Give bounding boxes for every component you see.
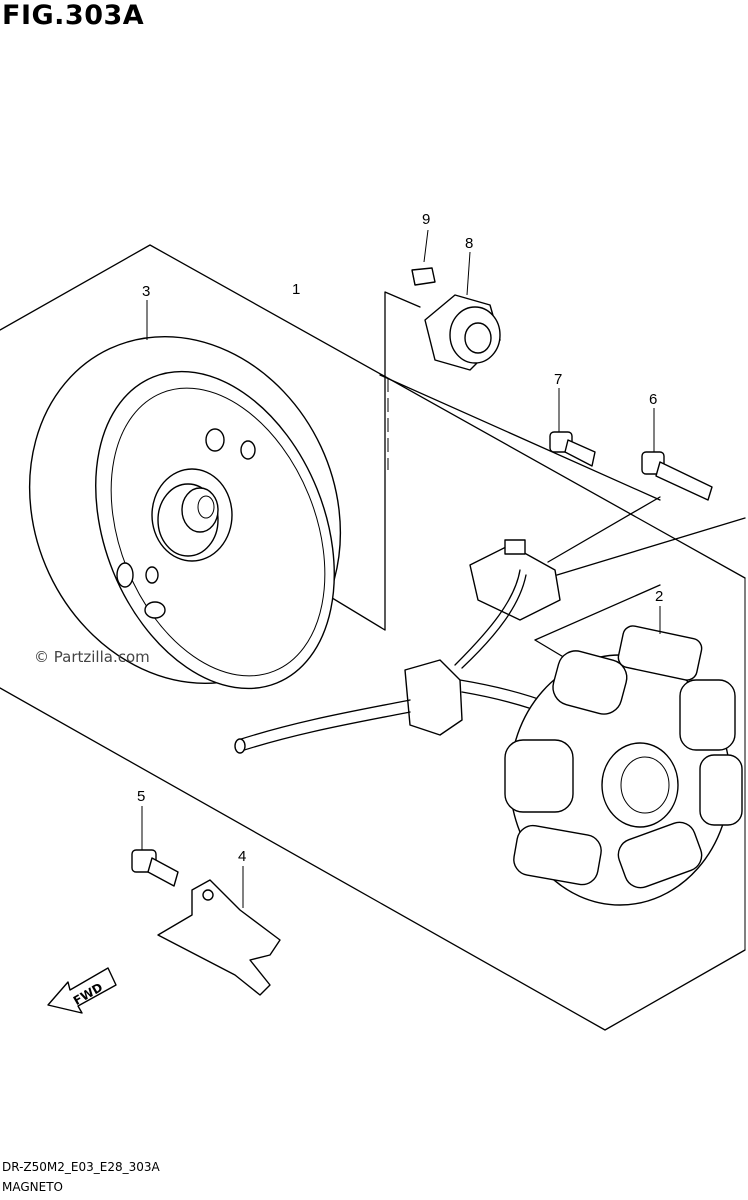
screw-6 (641, 451, 713, 501)
callout-8: 8 (465, 235, 473, 252)
clamp (157, 879, 281, 996)
assembly-boundary (0, 244, 746, 1031)
callout-6: 6 (649, 391, 657, 408)
figure-code: DR-Z50M2_E03_E28_303A (2, 1160, 160, 1174)
key (411, 267, 436, 286)
callout-1: 1 (292, 281, 300, 298)
callout-2: 2 (655, 588, 663, 605)
nut (424, 294, 501, 371)
callout-labels: 1 2 3 4 5 6 7 8 9 (137, 211, 663, 865)
stator (504, 625, 743, 906)
callout-9: 9 (422, 211, 430, 228)
figure-name: MAGNETO (2, 1180, 63, 1194)
callout-4: 4 (238, 848, 246, 865)
watermark: © Partzilla.com (34, 648, 150, 666)
leader-lines (141, 229, 661, 908)
screw-7 (549, 431, 596, 467)
callout-5: 5 (137, 788, 145, 805)
bolt-5 (131, 849, 179, 887)
figure-title: FIG.303A (2, 0, 145, 31)
rotor (28, 335, 342, 690)
callout-3: 3 (142, 283, 150, 300)
fwd-arrow-icon: FWD (47, 967, 117, 1014)
callout-7: 7 (554, 371, 562, 388)
